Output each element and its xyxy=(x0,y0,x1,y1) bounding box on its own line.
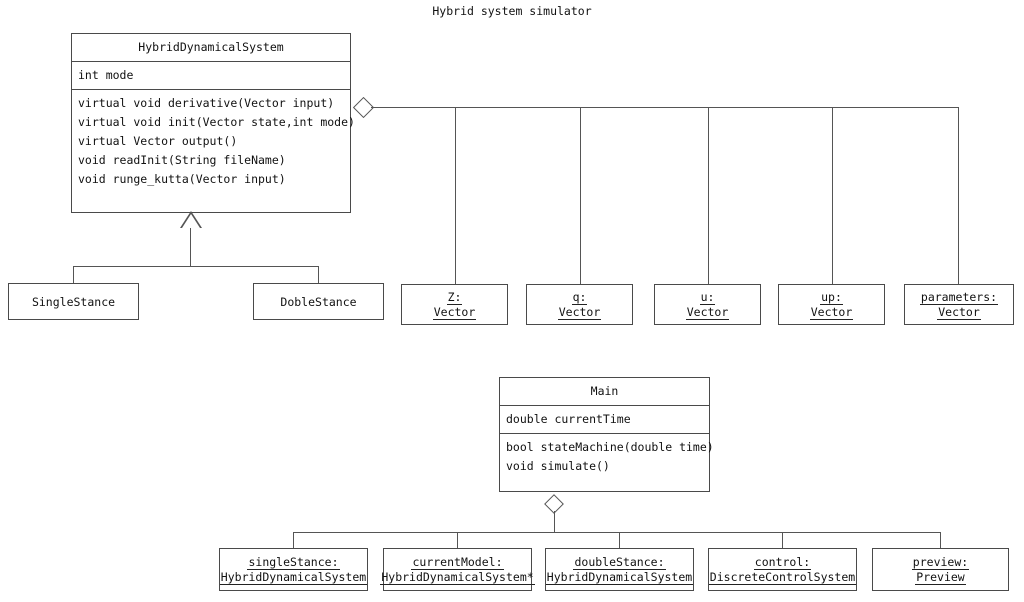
class-name-main: Main xyxy=(590,384,619,398)
operation-state-machine: bool stateMachine(double time) xyxy=(506,440,714,454)
inheritance-bar xyxy=(73,266,319,267)
operation-derivative: virtual void derivative(Vector input) xyxy=(78,96,335,110)
inheritance-drop-doble-stance xyxy=(318,266,319,283)
instance-box-control[interactable]: control: DiscreteControlSystem xyxy=(708,548,857,591)
operation-simulate: void simulate() xyxy=(506,459,610,473)
operation-read-init: void readInit(String fileName) xyxy=(78,153,286,167)
connector-single-stance xyxy=(293,532,294,548)
instance-type-single-stance: HybridDynamicalSystem xyxy=(219,569,368,585)
connector-double-stance xyxy=(619,532,620,548)
connector-parameters xyxy=(958,107,959,284)
instance-name-z: Z: xyxy=(446,289,463,305)
operations-compartment-main: bool stateMachine(double time) void simu… xyxy=(500,433,714,480)
inheritance-stem xyxy=(190,228,191,266)
instance-box-double-stance[interactable]: doubleStance: HybridDynamicalSystem xyxy=(545,548,694,591)
instance-name-preview: preview: xyxy=(911,554,970,570)
instance-box-parameters[interactable]: parameters: Vector xyxy=(904,284,1014,325)
aggregation-stem-main xyxy=(554,511,555,532)
instance-type-preview: Preview xyxy=(915,569,966,585)
connector-z xyxy=(455,107,456,284)
instance-name-up: up: xyxy=(820,289,843,305)
connector-current-model xyxy=(457,532,458,548)
connector-control xyxy=(782,532,783,548)
instance-box-current-model[interactable]: currentModel: HybridDynamicalSystem* xyxy=(380,548,535,591)
attributes-compartment-hybrid-dynamical-system: int mode xyxy=(72,61,350,89)
instance-box-up[interactable]: up: Vector xyxy=(778,284,885,325)
class-box-hybrid-dynamical-system[interactable]: HybridDynamicalSystem int mode virtual v… xyxy=(71,33,355,213)
attribute-mode: int mode xyxy=(78,68,134,82)
connector-up xyxy=(832,107,833,284)
instance-name-current-model: currentModel: xyxy=(411,554,504,570)
class-name-single-stance: SingleStance xyxy=(31,294,116,309)
instance-type-z: Vector xyxy=(432,304,477,320)
instance-type-up: Vector xyxy=(809,304,854,320)
instance-name-u: u: xyxy=(699,289,716,305)
class-box-single-stance[interactable]: SingleStance xyxy=(8,283,139,320)
instance-type-u: Vector xyxy=(685,304,730,320)
instance-type-control: DiscreteControlSystem xyxy=(708,569,857,585)
diagram-title: Hybrid system simulator xyxy=(432,4,592,18)
instance-box-preview[interactable]: preview: Preview xyxy=(872,548,1009,591)
instance-type-parameters: Vector xyxy=(937,304,981,320)
instance-box-q[interactable]: q: Vector xyxy=(526,284,633,325)
class-name-doble-stance: DobleStance xyxy=(280,294,357,309)
operation-init: virtual void init(Vector state,int mode) xyxy=(78,115,355,129)
operations-compartment-hybrid-dynamical-system: virtual void derivative(Vector input) vi… xyxy=(72,89,355,193)
aggregation-spine-main xyxy=(293,532,940,533)
attribute-current-time: double currentTime xyxy=(506,412,631,426)
connector-preview xyxy=(940,532,941,548)
instance-type-double-stance: HybridDynamicalSystem xyxy=(545,569,694,585)
instance-name-q: q: xyxy=(571,289,588,305)
instance-name-double-stance: doubleStance: xyxy=(573,554,666,570)
instance-name-parameters: parameters: xyxy=(919,289,999,305)
instance-type-current-model: HybridDynamicalSystem* xyxy=(380,569,535,585)
connector-q xyxy=(580,107,581,284)
inheritance-drop-single-stance xyxy=(73,266,74,283)
class-box-main[interactable]: Main double currentTime bool stateMachin… xyxy=(499,377,714,492)
instance-box-z[interactable]: Z: Vector xyxy=(401,284,508,325)
instance-box-single-stance[interactable]: singleStance: HybridDynamicalSystem xyxy=(219,548,368,591)
instance-box-u[interactable]: u: Vector xyxy=(654,284,761,325)
aggregation-spine-hds xyxy=(371,107,959,108)
class-box-doble-stance[interactable]: DobleStance xyxy=(253,283,384,320)
instance-type-q: Vector xyxy=(557,304,602,320)
connector-u xyxy=(708,107,709,284)
instance-name-single-stance: singleStance: xyxy=(247,554,340,570)
instance-name-control: control: xyxy=(753,554,812,570)
operation-output: virtual Vector output() xyxy=(78,134,238,148)
operation-runge-kutta: void runge_kutta(Vector input) xyxy=(78,172,286,186)
class-name-hybrid-dynamical-system: HybridDynamicalSystem xyxy=(138,40,284,54)
attributes-compartment-main: double currentTime xyxy=(500,405,709,433)
